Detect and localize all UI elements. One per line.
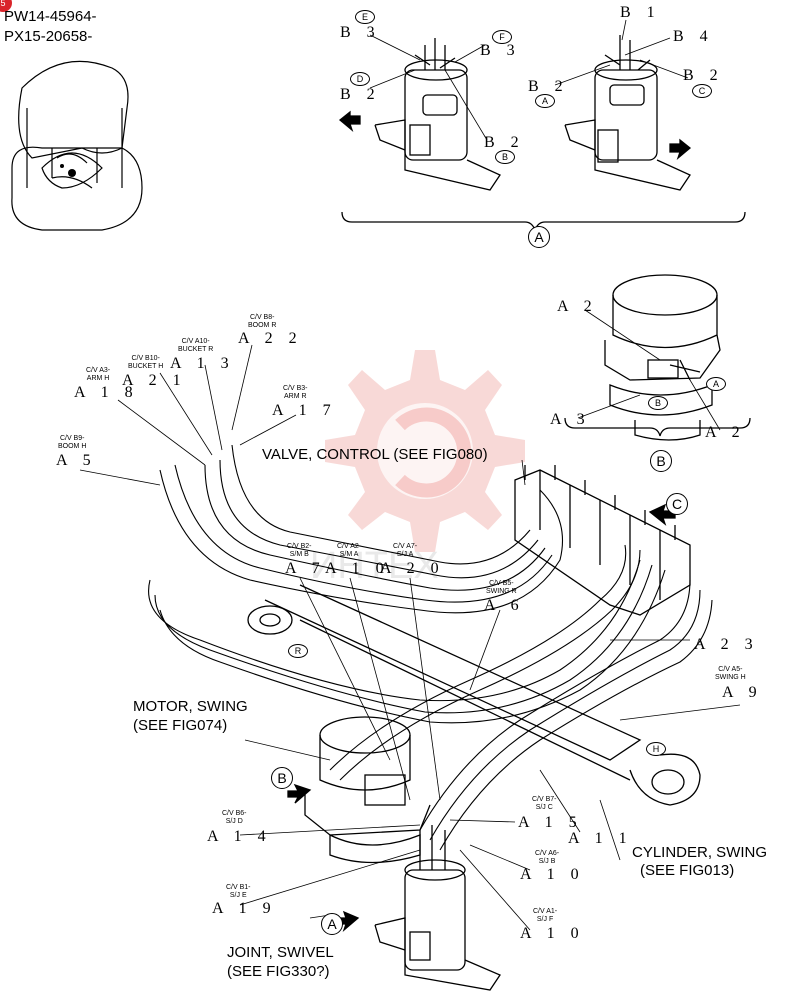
swing-motor-detail (604, 274, 721, 441)
swing-motor-main (304, 716, 431, 864)
callout-a21-label: A 2 1 (122, 372, 187, 389)
control-valve-body (514, 465, 691, 616)
marker-f: F (492, 30, 512, 44)
machine-thumbnail (11, 60, 143, 231)
swivel-joint-main (374, 825, 501, 991)
label-b2-bottom: B 2 (484, 134, 525, 151)
caption-swing-motor-1: MOTOR, SWING (133, 698, 248, 715)
callout-a11-text: C/V B7- S/J C (532, 796, 557, 811)
callout-a20-label: A 2 0 (380, 560, 445, 577)
watermark-text: ИНТЕХ (310, 545, 439, 587)
marker-b-top: B (495, 150, 515, 164)
callout-a18-label: A 1 8 (74, 384, 139, 401)
serial-range-2: PX15-20658- (4, 28, 93, 45)
label-b1: B 1 (620, 4, 661, 21)
label-a2-detail-top: A 2 (557, 298, 598, 315)
group-b-bracket (564, 417, 751, 437)
caption-swivel-joint-2: (SEE FIG330?) (227, 963, 330, 980)
caption-control-valve: VALVE, CONTROL (SEE FIG080) (262, 446, 488, 463)
callout-a14-label: A 1 4 (207, 828, 272, 845)
callout-a6-text: C/V B5- SWING R (486, 580, 517, 595)
caption-swivel-joint-1: JOINT, SWIVEL (227, 944, 334, 961)
marker-a-top: A (535, 94, 555, 108)
callout-a10-sjb-label: A 1 0 (520, 866, 585, 883)
group-a-marker: A (528, 226, 550, 248)
label-b3-right: B 3 (480, 42, 521, 59)
caption-swing-cylinder-2: (SEE FIG013) (640, 862, 735, 879)
marker-d: D (350, 72, 370, 86)
callout-a13-text: C/V A10- BUCKET R (178, 338, 214, 353)
caption-swing-motor-2: (SEE FIG074) (133, 717, 228, 734)
callout-a7-label: A 7 (285, 560, 326, 577)
callout-a11-label: A 1 1 (568, 830, 633, 847)
serial-range-1: PW14-45964- (4, 8, 97, 25)
hose-bundle (148, 444, 713, 851)
callout-a5-text: C/V B9- BOOM H (58, 435, 87, 450)
view-marker-c: C (666, 493, 688, 515)
label-b2-left: B 2 (340, 86, 381, 103)
callout-a18-text: C/V A3- ARM H (86, 367, 111, 382)
swivel-joint-view-left (338, 38, 501, 191)
callout-a10-sma-label: A 1 0 (325, 560, 390, 577)
swing-cylinder (247, 584, 701, 806)
callout-a5-label: A 5 (56, 452, 97, 469)
callout-a10-sjb-text: C/V A6- S/J B (535, 850, 560, 865)
callout-a10-sjf-label: A 1 0 (520, 925, 585, 942)
callout-a22-text: C/V B8- BOOM R (248, 314, 277, 329)
callout-a14-text: C/V B6- S/J D (222, 810, 247, 825)
arrow-b (287, 783, 312, 804)
marker-r: R (288, 644, 308, 658)
callout-a6-label: A 6 (484, 597, 525, 614)
marker-e: E (355, 10, 375, 24)
callout-a10-sjf-text: C/V A1- S/J F (533, 908, 558, 923)
callout-a13-label: A 1 3 (170, 355, 235, 372)
label-b4: B 4 (673, 28, 714, 45)
callout-a22-label: A 2 2 (238, 330, 303, 347)
callout-a10-sma-text: C/V A2- S/M A (337, 543, 362, 558)
callout-a21-text: C/V B10- BUCKET H (128, 355, 164, 370)
callout-a15-label: A 1 5 (518, 814, 583, 831)
label-a2-detail-bottom: A 2 (705, 424, 746, 441)
label-b2-right-view: B 2 (528, 78, 569, 95)
watermark-gear-logo: ИНТЕХ (310, 350, 525, 587)
marker-h: H (646, 742, 666, 756)
view-marker-a: A (321, 913, 343, 935)
callout-a23-label: A 2 3 (694, 636, 759, 653)
caption-swing-cylinder-1: CYLINDER, SWING (632, 844, 768, 861)
callout-a17-label: A 1 7 (272, 402, 337, 419)
label-a3-detail: A 3 (550, 411, 591, 428)
page-badge: 5 (0, 0, 12, 12)
leader-lines (79, 19, 741, 931)
label-b3-left: B 3 (340, 24, 381, 41)
view-marker-b: B (271, 767, 293, 789)
callout-a9-label: A 9 (722, 684, 763, 701)
marker-b-detail: B (648, 396, 668, 410)
callout-a20-text: C/V A7- S/J A (393, 543, 418, 558)
marker-c-top: C (692, 84, 712, 98)
swivel-joint-view-right (564, 35, 692, 191)
callout-a17-text: C/V B3- ARM R (283, 385, 308, 400)
marker-a-detail: A (706, 377, 726, 391)
label-b2-far-right: B 2 (683, 67, 724, 84)
callout-a19-label: A 1 9 (212, 900, 277, 917)
callout-a9-text: C/V A5- SWING H (715, 666, 746, 681)
callout-a19-text: C/V B1- S/J E (226, 884, 251, 899)
callout-a7-text: C/V B2- S/M B (287, 543, 312, 558)
group-b-marker: B (650, 450, 672, 472)
